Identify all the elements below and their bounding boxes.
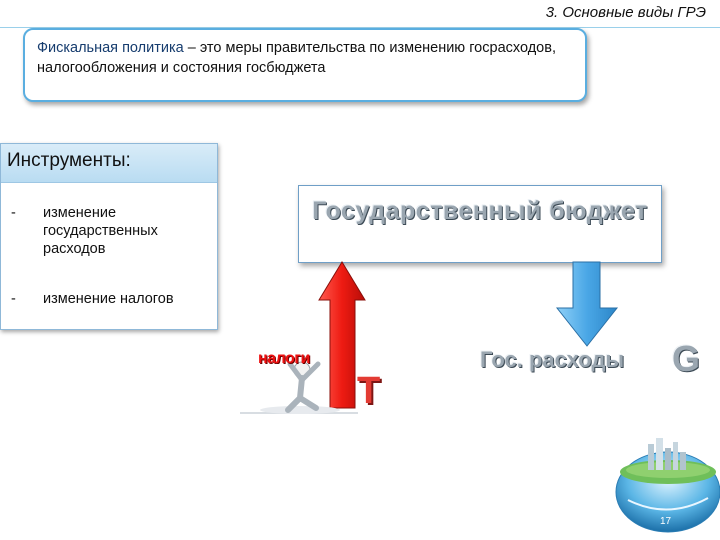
instruments-title: Инструменты: (7, 150, 131, 171)
instrument-item-spending: - изменение государственных расходов (11, 204, 203, 258)
title-bar (0, 0, 720, 30)
taxes-up-arrow (318, 261, 366, 409)
bullet-dash: - (11, 205, 16, 221)
instruments-panel: Инструменты: - изменение государственных… (0, 143, 218, 330)
spending-down-arrow (555, 261, 619, 347)
slide-title: 3. Основные виды ГРЭ (545, 4, 706, 21)
taxes-symbol: T (357, 370, 381, 412)
taxes-caption: налоги (258, 350, 310, 367)
definition-text: – это меры правительства по изменению го… (37, 40, 556, 76)
page-number: 17 (660, 516, 672, 527)
expenditure-symbol: G (672, 338, 701, 379)
instrument-item-label: изменение государственных расходов (43, 205, 158, 257)
title-divider (0, 27, 720, 28)
government-expenditure-label: Гос. расходы (480, 347, 625, 372)
instrument-item-taxes: - изменение налогов (11, 290, 203, 308)
instrument-item-label: изменение налогов (43, 291, 174, 307)
person-carrying-taxes-icon (240, 361, 358, 414)
definition-term: Фискальная политика (37, 40, 184, 56)
bullet-dash: - (11, 291, 16, 307)
state-budget-box: Государственный бюджет (298, 185, 662, 263)
definition-box: Фискальная политика – это меры правитель… (23, 28, 587, 102)
globe-city-icon (615, 438, 720, 533)
instruments-header: Инструменты: (1, 144, 217, 183)
